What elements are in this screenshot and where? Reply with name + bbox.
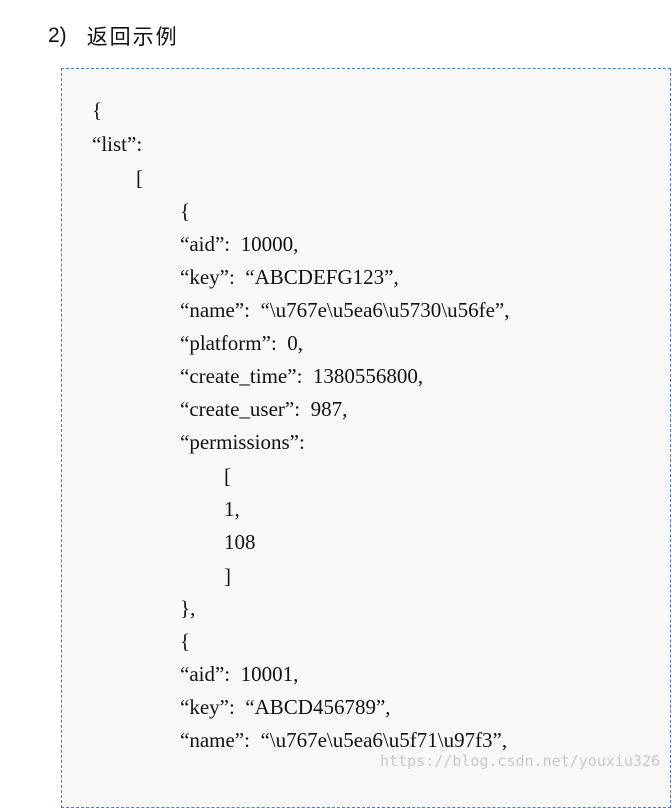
code-line: “create_user”: 987,: [180, 397, 348, 421]
code-example-box: [61, 68, 671, 808]
section-heading: 2) 返回示例: [48, 20, 179, 52]
code-line: 1,: [224, 497, 240, 521]
code-line: “aid”: 10000,: [180, 232, 299, 256]
code-line: {: [180, 629, 191, 653]
code-line: “name”: “\u767e\u5ea6\u5f71\u97f3”,: [180, 728, 508, 752]
code-line: “name”: “\u767e\u5ea6\u5730\u56fe”,: [180, 298, 510, 322]
code-line: {: [180, 199, 191, 223]
section-title: 返回示例: [86, 25, 179, 49]
code-line: “key”: “ABCDEFG123”,: [180, 265, 399, 289]
code-line: 108: [224, 530, 256, 554]
code-line: [: [136, 166, 143, 190]
code-line: “list”:: [92, 132, 143, 156]
code-line: ]: [224, 564, 231, 588]
watermark: https://blog.csdn.net/youxiu326: [380, 752, 660, 770]
code-line: “create_time”: 1380556800,: [180, 364, 424, 388]
code-line: {: [92, 98, 103, 122]
code-line: “platform”: 0,: [180, 331, 304, 355]
code-line: },: [180, 596, 196, 620]
code-line: “key”: “ABCD456789”,: [180, 695, 391, 719]
code-line: “permissions”:: [180, 430, 305, 454]
code-line: [: [224, 464, 231, 488]
code-line: “aid”: 10001,: [180, 662, 299, 686]
section-number: 2): [48, 24, 67, 47]
